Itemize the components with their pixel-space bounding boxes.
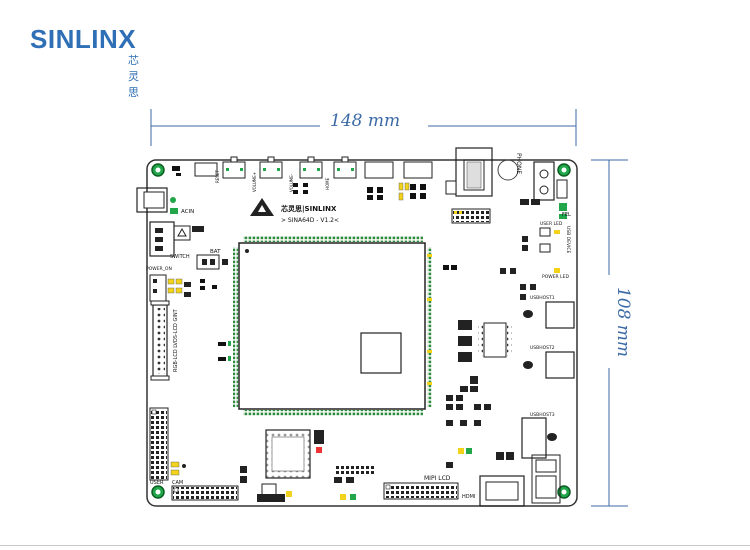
page-divider <box>0 545 750 546</box>
mipi-lcd-header <box>383 482 459 500</box>
left-header <box>149 407 169 481</box>
mounting-holes <box>151 163 571 499</box>
label-user-led: USER LED <box>540 221 563 227</box>
width-dimension-line <box>150 109 577 146</box>
label-switch: SWITCH <box>170 254 190 260</box>
battery-connector <box>196 254 228 270</box>
label-usb-device: USB DEVICE <box>565 226 571 254</box>
hdmi-connector <box>479 454 561 507</box>
label-power-led: POWER LED <box>542 274 569 280</box>
dc-power-jack <box>136 187 178 214</box>
label-bat: BAT <box>210 249 221 255</box>
label-home-button: HOME <box>325 177 330 190</box>
label-usbhost2: USBHOST2 <box>530 345 555 351</box>
silkscreen-model: > SINA64D - V1.2< <box>281 217 339 224</box>
label-mipi-lcd: MIPI LCD <box>424 475 451 482</box>
label-usbhost3: USBHOST3 <box>530 412 555 418</box>
sinlinx-logo: SINLINX 芯灵思 <box>30 24 139 99</box>
label-acin: ACIN <box>181 209 194 215</box>
button-pads <box>226 168 354 171</box>
width-dimension-label: 148 mm <box>330 111 401 131</box>
top-buttons <box>194 156 433 179</box>
esd-warning-mark <box>250 198 274 216</box>
audio-jack <box>445 147 519 197</box>
bottom-mid-parts <box>334 466 374 500</box>
label-rgb-lcd: RGB-LCD LVDS-LCD GINT <box>173 308 179 372</box>
silkscreen-brand: 芯灵思|SINLINX <box>281 204 337 214</box>
label-power-on: POWER_ON <box>146 266 172 272</box>
right-top-connector <box>520 161 568 219</box>
top-yellow-pads <box>398 182 410 201</box>
chip-green-pads <box>228 341 231 361</box>
cam-header <box>171 485 239 501</box>
label-phone: PHONE <box>515 153 522 174</box>
chip-small-parts <box>200 265 457 361</box>
label-volume-up: VOLUME+ <box>252 172 257 192</box>
top-small-parts <box>172 166 426 200</box>
soc-yellow-pads <box>427 254 432 385</box>
power-on-area <box>149 274 191 302</box>
wifi-module <box>257 429 324 502</box>
user-leds <box>170 461 247 483</box>
label-hdmi: HDMI <box>462 494 475 500</box>
height-dimension-line <box>591 159 628 507</box>
usb-host-ports <box>521 301 575 459</box>
right-leds <box>522 227 560 273</box>
logo-chinese-text: 芯灵思 <box>128 54 139 99</box>
gpio-header-top <box>451 208 491 224</box>
label-usbhost1: USBHOST1 <box>530 295 555 301</box>
right-ic-column <box>446 268 536 468</box>
switch-connector <box>149 221 204 257</box>
lcd-fpc-connector <box>150 300 170 381</box>
logo-brand-text: SINLINX <box>30 24 137 54</box>
label-volume-down: VOLUME- <box>289 173 294 192</box>
label-cam: CAM <box>172 480 183 486</box>
label-user: USER <box>150 480 164 486</box>
label-fel: FEL <box>562 212 571 218</box>
label-reset: RESET <box>215 170 220 183</box>
main-soc <box>233 236 432 416</box>
